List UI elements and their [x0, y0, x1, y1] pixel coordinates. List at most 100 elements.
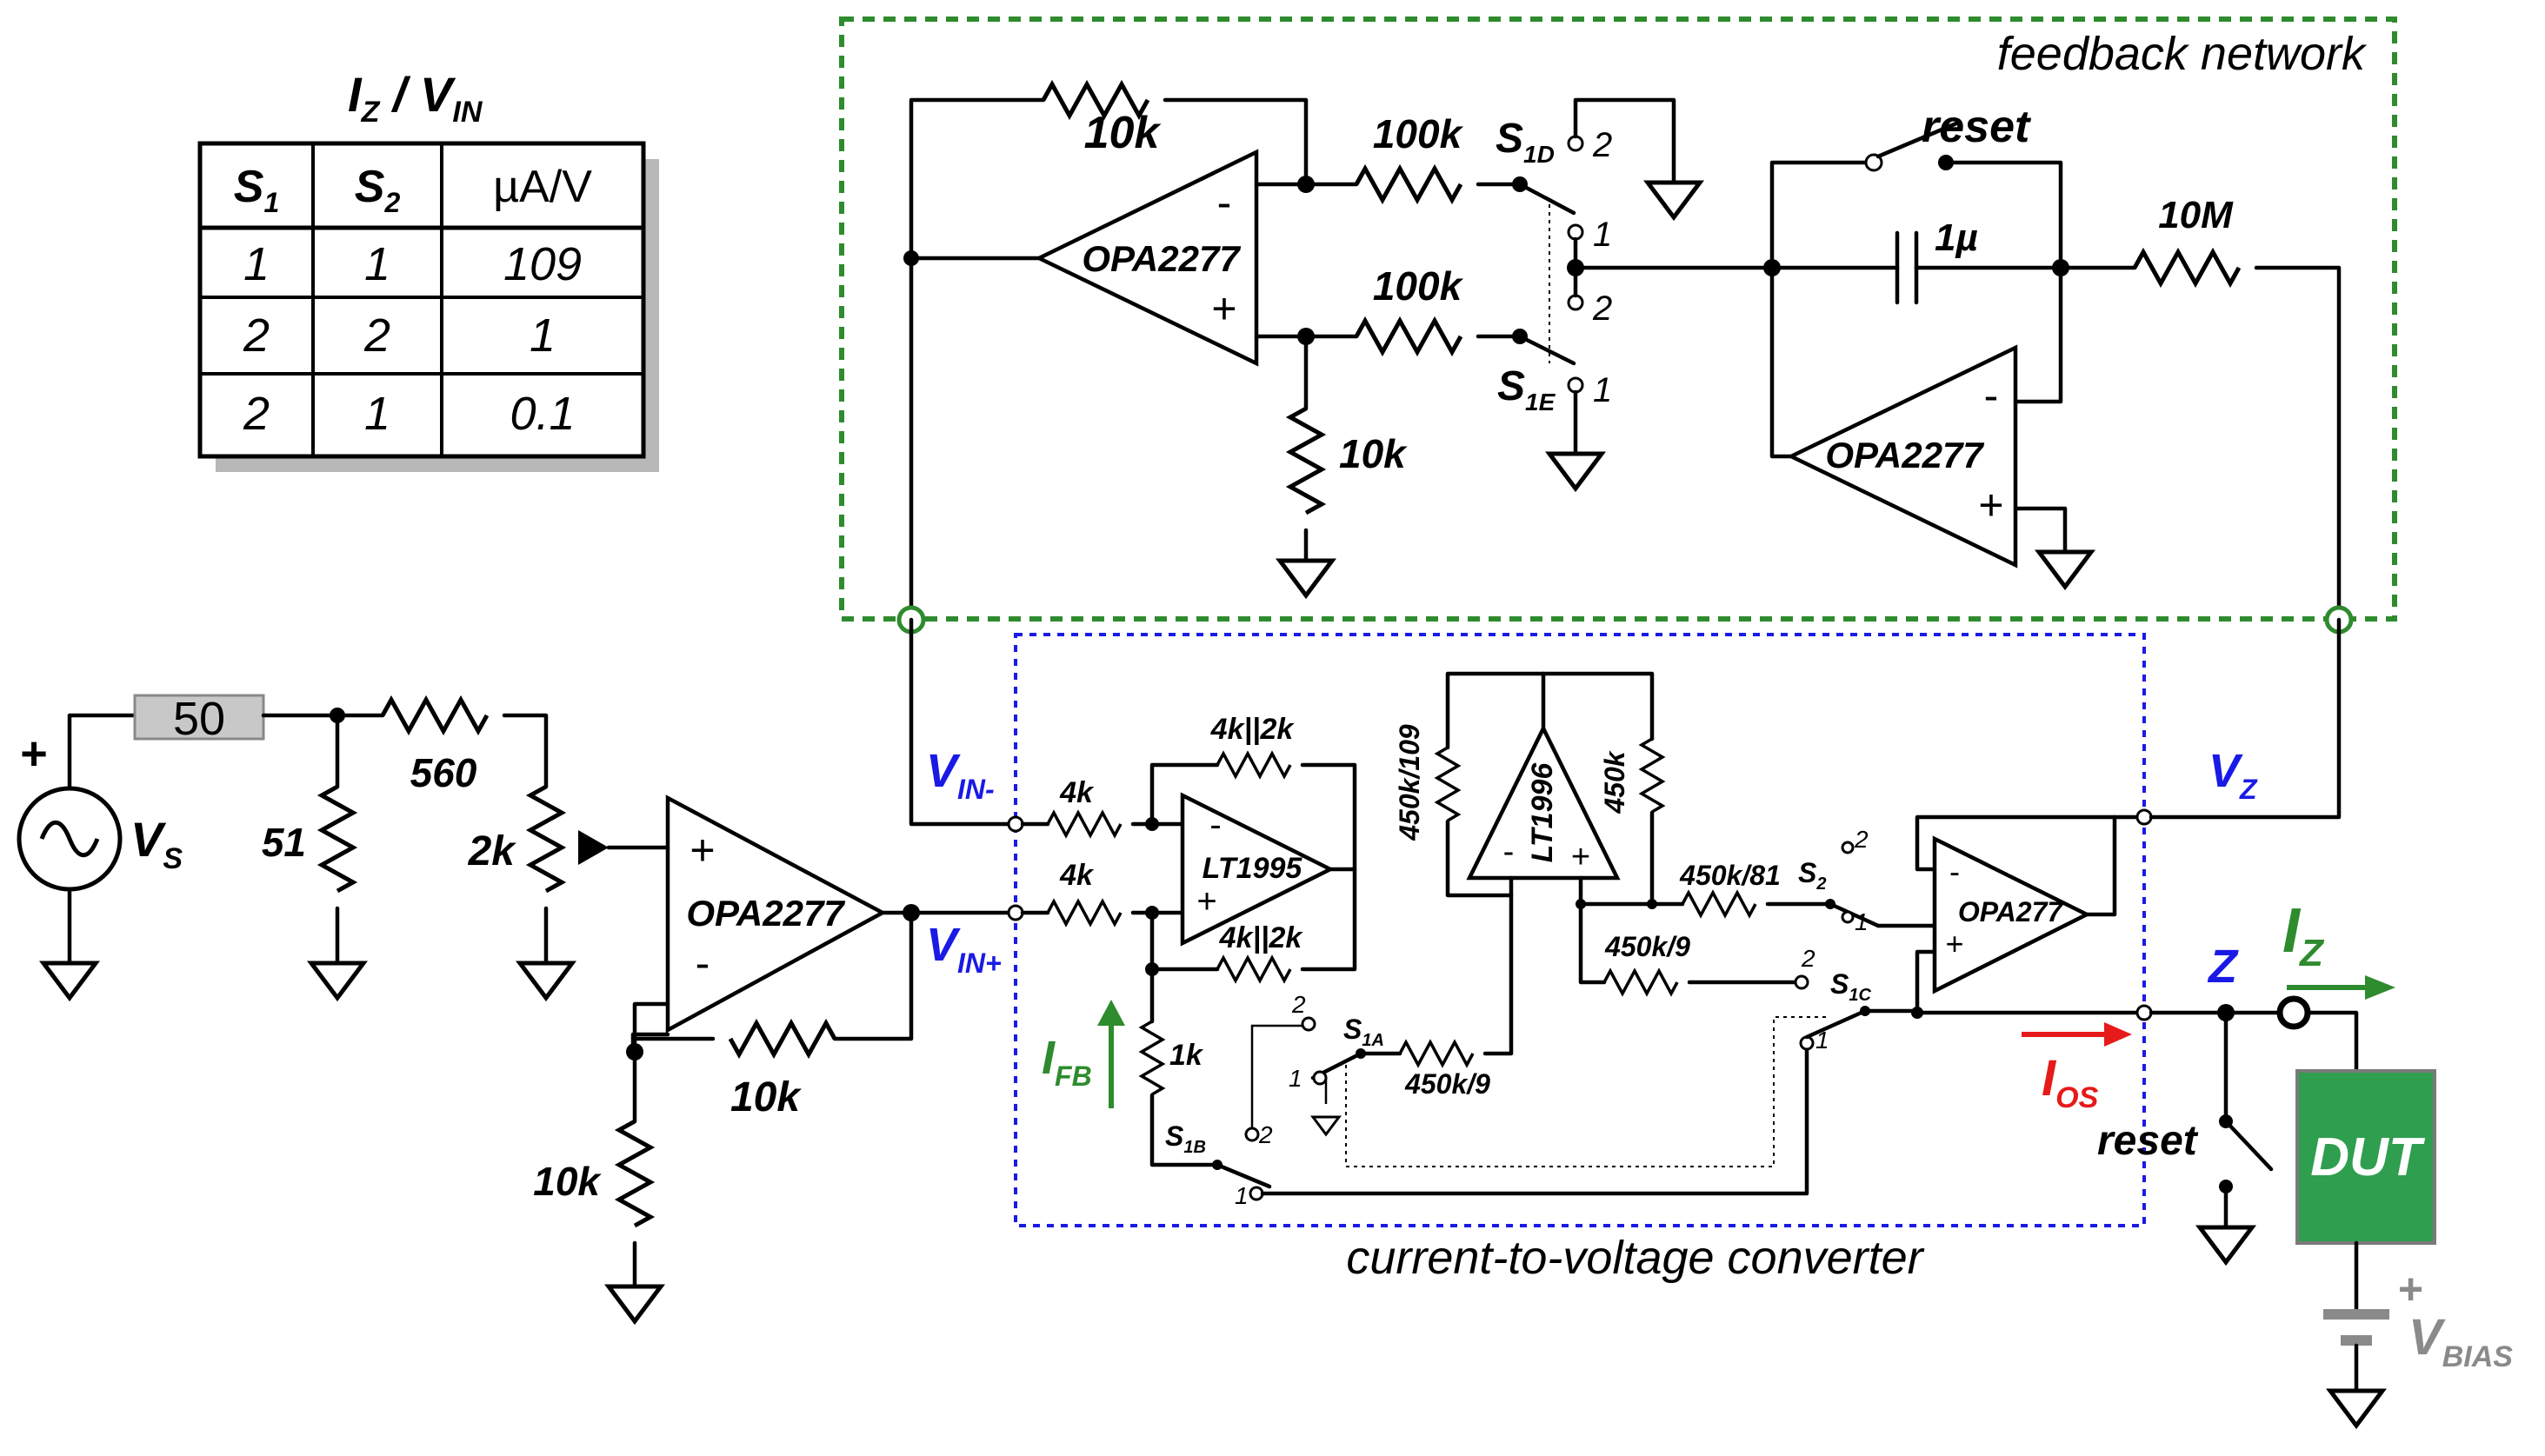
svg-text:S1: S1	[234, 162, 279, 218]
r-10k-gnd2-label: 10k	[533, 1159, 602, 1204]
opamp-fb-diff-label: OPA2277	[1082, 238, 1241, 279]
r-450k9-a-label: 450k/9	[1604, 931, 1690, 962]
dut-section	[2022, 975, 2436, 1430]
opamp-fb-diff-plus: +	[1211, 284, 1236, 333]
switch-s1a-label: S1A	[1343, 1014, 1384, 1050]
iv-converter	[1007, 617, 2342, 1201]
s1e-pos2: 2	[1592, 289, 1612, 328]
reset-top-label: reset	[1922, 102, 2032, 152]
s1d-pos2: 2	[1592, 126, 1612, 164]
opamp-lt1995-plus: +	[1196, 882, 1216, 921]
table-header-s1: S	[234, 162, 264, 212]
converter-box	[1014, 633, 2146, 1227]
s1e-pos1: 1	[1593, 371, 1612, 409]
r-100k-a-label: 100k	[1373, 111, 1464, 156]
dut-label: DUT	[2310, 1127, 2426, 1187]
source-resistor-label: 50	[173, 693, 225, 745]
table-title-in: IN	[452, 96, 483, 129]
switch-s1e-label: S1E	[1497, 363, 1556, 416]
table-row1-s1: 1	[243, 238, 270, 290]
svg-text:IZ / VIN: IZ / VIN	[348, 67, 483, 129]
s1d-pos1: 1	[1593, 216, 1612, 254]
table-row1-gain: 109	[503, 238, 582, 290]
s1b-pos2: 2	[1258, 1121, 1273, 1148]
r-560-label: 560	[410, 750, 477, 795]
vbias-label: VBIAS	[2408, 1309, 2513, 1373]
opamp-opa277-plus: +	[1945, 926, 1963, 961]
s1b-pos1: 1	[1235, 1182, 1249, 1209]
feedback-network	[896, 79, 2354, 635]
vz-label: VZ	[2209, 745, 2258, 805]
table-title-z: Z	[361, 96, 381, 129]
cap-1u-label: 1µ	[1935, 216, 1978, 259]
feedback-network-label: feedback network	[1997, 28, 2368, 80]
r-51-label: 51	[262, 820, 306, 865]
table-header-s2: S	[355, 162, 385, 212]
opamp-fb-int-minus: -	[1984, 371, 1999, 420]
r-4k-b-label: 4k	[1059, 859, 1095, 892]
gain-table: IZ / VIN S1 S2 µA/V 1 1 109 2 2 1 2 1 0.…	[197, 67, 659, 472]
opamp-input	[665, 794, 887, 1034]
s1a-pos1: 1	[1289, 1065, 1302, 1092]
s1c-pos2: 2	[1801, 945, 1815, 972]
opamp-input-plus: +	[690, 826, 715, 874]
opamp-lt1995-label: LT1995	[1203, 852, 1303, 885]
table-row2-s1: 2	[243, 309, 270, 362]
opamp-lt1996-plus: +	[1571, 839, 1590, 875]
r-450k-label: 450k	[1599, 749, 1630, 814]
r-1k-label: 1k	[1169, 1039, 1204, 1072]
input-stage	[17, 617, 1018, 1326]
opamp-lt1996-minus: -	[1503, 834, 1515, 870]
opamp-input-minus: -	[696, 939, 710, 987]
vin-minus-label: VIN-	[926, 745, 995, 805]
table-row3-s2: 1	[364, 388, 390, 440]
opamp-input-label: OPA2277	[686, 893, 845, 934]
dut-box	[2295, 1069, 2436, 1245]
table-row1-s2: 1	[364, 238, 390, 290]
vbias-plus: +	[2397, 1265, 2422, 1313]
table-row3-gain: 0.1	[510, 388, 575, 440]
svg-text:S2: S2	[355, 162, 401, 218]
r-2k-label: 2k	[468, 828, 517, 874]
opamp-fb-int-label: OPA2277	[1825, 435, 1984, 475]
opamp-lt1995	[1180, 792, 1336, 947]
opamp-fb-integrator	[1786, 344, 2018, 568]
converter-label: current-to-voltage converter	[1346, 1232, 1924, 1284]
r-450k109-label: 450k/109	[1394, 724, 1425, 841]
vin-plus-label: VIN+	[926, 919, 1002, 979]
table-row2-s2: 2	[363, 309, 390, 362]
s1a-pos2: 2	[1291, 991, 1306, 1018]
iz-label: IZ	[2282, 896, 2325, 974]
ifb-label: IFB	[1042, 1032, 1092, 1092]
table-title-i: I	[348, 67, 363, 122]
table-row2-gain: 1	[530, 309, 556, 362]
ios-label: IOS	[2042, 1050, 2099, 1114]
fb-top-resistor-label: 10k	[1084, 108, 1163, 158]
opamp-lt1995-minus: -	[1209, 806, 1221, 844]
opamp-opa277-minus: -	[1949, 854, 1960, 889]
vs-label: VS	[130, 812, 183, 875]
r-4k2k-a-label: 4k||2k	[1210, 713, 1296, 746]
opamp-fb-diff	[1034, 149, 1259, 367]
opamp-opa277	[1932, 835, 2092, 994]
opamp-lt1996-label: LT1996	[1526, 762, 1559, 863]
table-row3-s1: 2	[243, 388, 270, 440]
r-100k-b-label: 100k	[1373, 263, 1464, 309]
switch-s2-label: S2	[1798, 857, 1826, 894]
switch-s1d-label: S1D	[1496, 116, 1555, 168]
opamp-lt1996	[1466, 723, 1621, 881]
opamp-fb-diff-minus: -	[1217, 178, 1232, 227]
opamp-fb-int-plus: +	[1978, 481, 2003, 529]
s2-pos1: 1	[1855, 908, 1869, 935]
table-header-unit: µA/V	[493, 162, 592, 212]
s2-pos2: 2	[1854, 826, 1869, 853]
switch-s1c-label: S1C	[1830, 968, 1871, 1005]
vs-plus: +	[19, 728, 47, 780]
switch-s1b-label: S1B	[1165, 1120, 1206, 1157]
r-4k2k-b-label: 4k||2k	[1219, 921, 1304, 954]
r-450k9-b-label: 450k/9	[1404, 1068, 1490, 1100]
r-4k-a-label: 4k	[1059, 776, 1095, 809]
r-10k-gnd-label: 10k	[1339, 431, 1408, 476]
feedback-network-box	[839, 17, 2397, 622]
